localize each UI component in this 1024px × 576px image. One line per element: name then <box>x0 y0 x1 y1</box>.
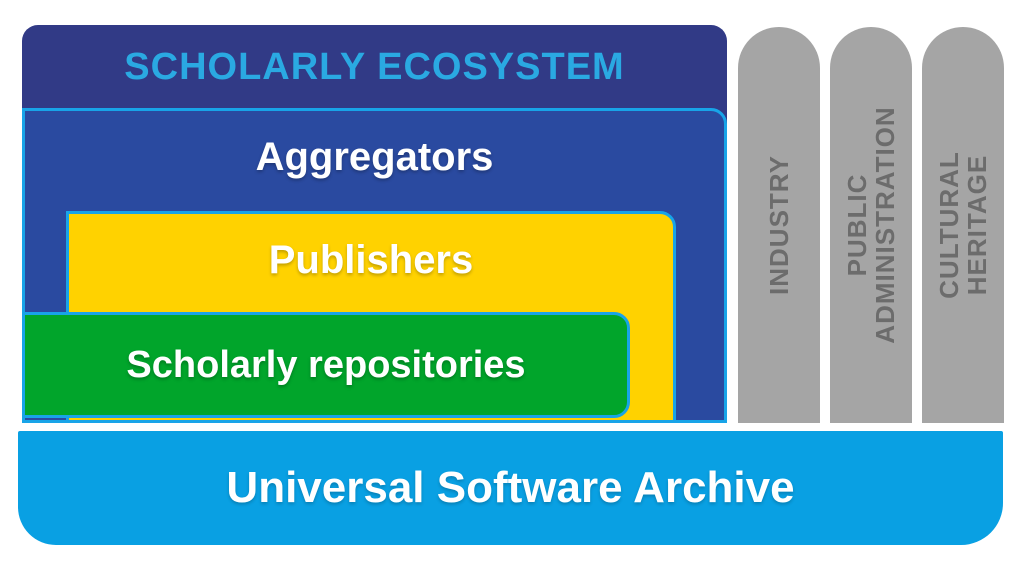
universal-software-archive-bar: Universal Software Archive <box>18 431 1003 545</box>
universal-software-archive-label: Universal Software Archive <box>226 463 795 512</box>
scholarly-ecosystem-title: SCHOLARLY ECOSYSTEM <box>124 45 625 88</box>
pillar-public-administration: PUBLIC ADMINISTRATION <box>830 27 912 423</box>
pillar-cultural-heritage-label: CULTURAL HERITAGE <box>933 151 992 299</box>
pillar-public-administration-label: PUBLIC ADMINISTRATION <box>841 106 900 344</box>
pillar-cultural-heritage: CULTURAL HERITAGE <box>922 27 1004 423</box>
pillar-industry-label: INDUSTRY <box>763 155 794 295</box>
scholarly-repositories-label: Scholarly repositories <box>126 343 526 386</box>
aggregators-label: Aggregators <box>255 135 494 179</box>
publishers-label: Publishers <box>268 238 474 282</box>
pillar-industry: INDUSTRY <box>738 27 820 423</box>
scholarly-repositories-box: Scholarly repositories <box>22 312 630 418</box>
